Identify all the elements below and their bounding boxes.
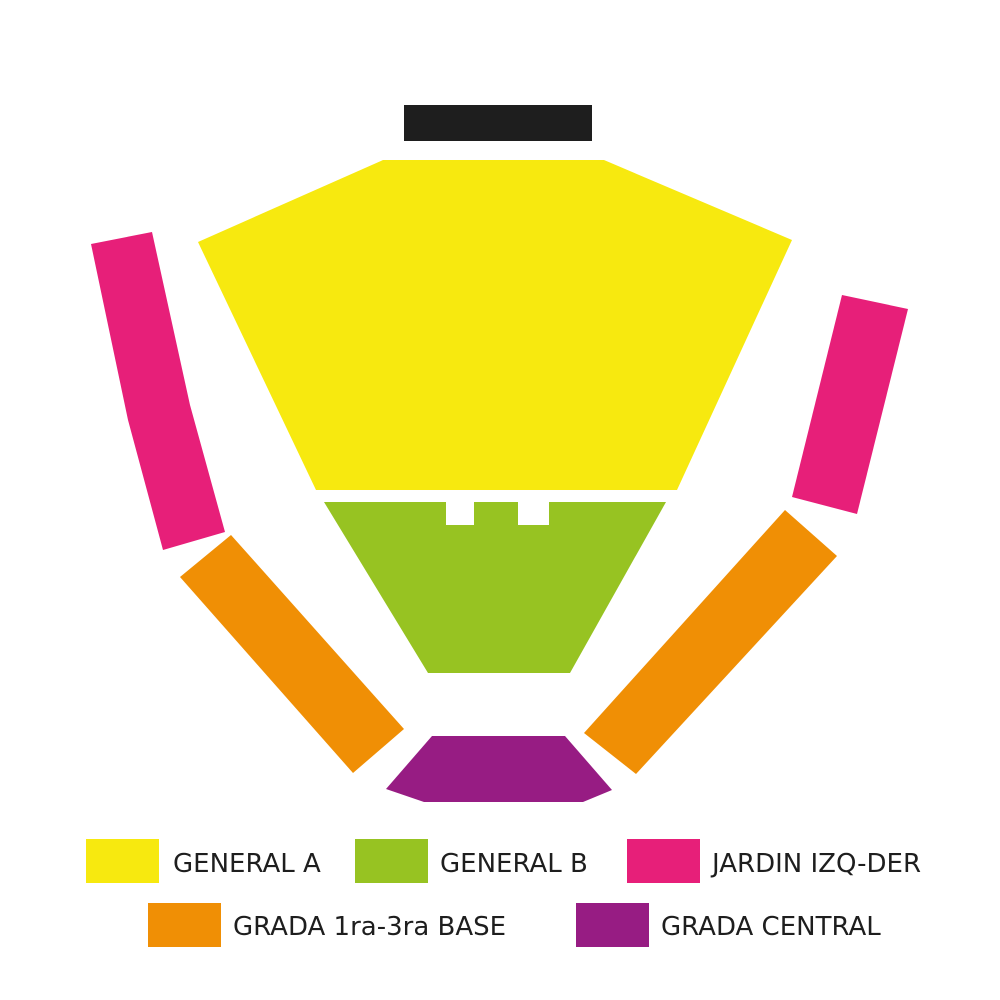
legend-label-grada-central: GRADA CENTRAL	[661, 912, 881, 942]
legend: GENERAL A GENERAL B JARDIN IZQ-DER GRADA…	[86, 839, 921, 947]
legend-item-general-b: GENERAL B	[355, 839, 588, 883]
legend-label-grada-base: GRADA 1ra-3ra BASE	[233, 912, 506, 942]
section-grada-central[interactable]	[386, 736, 612, 802]
section-general-a[interactable]	[198, 160, 792, 490]
section-jardin-right[interactable]	[792, 295, 908, 514]
legend-item-grada-base: GRADA 1ra-3ra BASE	[148, 903, 506, 947]
legend-item-general-a: GENERAL A	[86, 839, 321, 883]
legend-item-jardin: JARDIN IZQ-DER	[627, 839, 921, 883]
legend-label-general-a: GENERAL A	[173, 849, 321, 879]
legend-label-general-b: GENERAL B	[440, 849, 588, 879]
legend-swatch-grada-base	[148, 903, 221, 947]
section-grada-base-left[interactable]	[180, 535, 404, 773]
section-jardin-left[interactable]	[91, 232, 225, 550]
legend-item-grada-central: GRADA CENTRAL	[576, 903, 881, 947]
legend-label-jardin: JARDIN IZQ-DER	[710, 849, 921, 879]
stage-block	[404, 105, 592, 141]
section-grada-base-right[interactable]	[584, 510, 837, 774]
legend-swatch-general-b	[355, 839, 428, 883]
legend-swatch-general-a	[86, 839, 159, 883]
legend-swatch-jardin	[627, 839, 700, 883]
legend-swatch-grada-central	[576, 903, 649, 947]
section-general-b[interactable]	[324, 502, 666, 673]
